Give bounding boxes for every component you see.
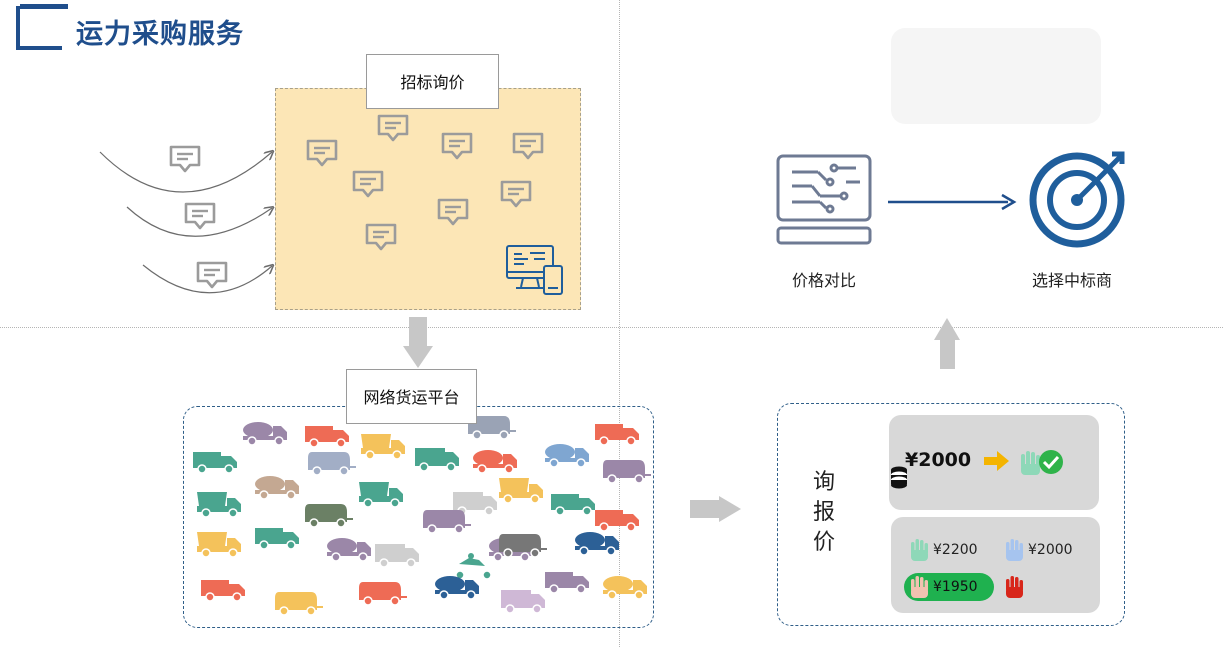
camper-icon xyxy=(499,534,547,558)
mixer-icon xyxy=(243,422,287,446)
computer-phone-icon xyxy=(506,245,563,295)
bike-icon xyxy=(455,553,492,580)
mixer-icon xyxy=(575,532,619,556)
truck-icon xyxy=(193,452,237,474)
inquiry-label: 询报价 xyxy=(812,470,835,555)
van-icon xyxy=(501,590,545,614)
best-quote-price: ¥2000 xyxy=(905,449,972,471)
vehicle-fleet xyxy=(193,416,651,616)
camper-icon xyxy=(603,460,651,484)
camper-icon xyxy=(468,416,516,440)
hand-icon xyxy=(1021,451,1040,475)
camper-icon xyxy=(305,504,353,528)
mixer-icon xyxy=(473,450,517,474)
van-icon xyxy=(375,544,419,568)
vertical-divider xyxy=(619,0,620,647)
mixer-icon xyxy=(327,538,371,562)
chat-bubble-icon xyxy=(184,202,216,230)
chat-bubble-icon xyxy=(169,145,201,173)
camper-icon xyxy=(275,592,323,616)
quote-price: ¥1950 xyxy=(933,579,978,595)
best-quote-icons xyxy=(891,450,1063,489)
chat-bubble-icon xyxy=(437,198,469,226)
truck-icon xyxy=(545,572,589,594)
dump-icon xyxy=(499,478,543,504)
dump-icon xyxy=(197,492,241,518)
compare-label: 价格对比 xyxy=(791,271,856,290)
truck-icon xyxy=(201,580,245,602)
truck-icon xyxy=(305,426,349,448)
dump-icon xyxy=(197,532,241,558)
truck-icon xyxy=(595,510,639,532)
platform-label: 网络货运平台 xyxy=(346,369,477,424)
camper-icon xyxy=(423,510,471,534)
blank-placeholder xyxy=(891,28,1101,124)
truck-icon xyxy=(595,424,639,446)
hand-icon xyxy=(911,539,928,561)
incoming-curve xyxy=(126,207,272,237)
quote-price: ¥2200 xyxy=(933,542,978,558)
mixer-icon xyxy=(603,576,647,600)
arrow-up-icon xyxy=(940,338,955,369)
arrow-right-icon xyxy=(690,500,720,518)
chat-bubble-icon xyxy=(196,261,228,289)
chat-bubble-icon xyxy=(500,180,532,208)
arrow-right-head xyxy=(719,496,741,522)
van-icon xyxy=(415,448,459,472)
quote-area xyxy=(777,403,1125,626)
horizontal-divider xyxy=(0,327,1223,328)
chat-bubble-icon xyxy=(365,223,397,251)
quote-price: ¥2000 xyxy=(1028,542,1073,558)
check-circle-icon xyxy=(1039,450,1063,474)
dump-icon xyxy=(359,482,403,508)
mixer-icon xyxy=(545,444,589,468)
chat-bubble-icon xyxy=(306,139,338,167)
chat-bubble-icon xyxy=(377,114,409,142)
incoming-curve xyxy=(99,152,272,193)
camper-icon xyxy=(308,452,356,476)
tender-label: 招标询价 xyxy=(366,54,499,109)
dump-icon xyxy=(361,434,405,460)
camper-icon xyxy=(359,582,407,606)
arrow-down-head xyxy=(403,346,433,368)
title-bracket-icon xyxy=(16,4,68,50)
target-icon xyxy=(1029,151,1125,248)
chat-bubble-icon xyxy=(352,170,384,198)
truck-icon xyxy=(255,528,299,550)
hand-icon xyxy=(1006,576,1023,598)
chat-bubble-icon xyxy=(441,132,473,160)
select-label: 选择中标商 xyxy=(1031,271,1112,290)
mixer-icon xyxy=(255,476,299,500)
hand-icon xyxy=(1006,539,1023,561)
coins-icon xyxy=(891,466,907,489)
hand-icon xyxy=(911,576,928,598)
truck-icon xyxy=(551,494,595,516)
arrow-right-icon xyxy=(984,451,1009,471)
arrow-up-head xyxy=(934,318,960,340)
page-title: 运力采购服务 xyxy=(76,19,244,50)
chat-bubble-icon xyxy=(512,132,544,160)
incoming-curve xyxy=(142,265,272,294)
compare-select-illustration xyxy=(776,151,1125,248)
arrow-down-icon xyxy=(409,317,427,347)
circuit-monitor-icon xyxy=(776,154,872,245)
mixer-icon xyxy=(435,576,479,600)
